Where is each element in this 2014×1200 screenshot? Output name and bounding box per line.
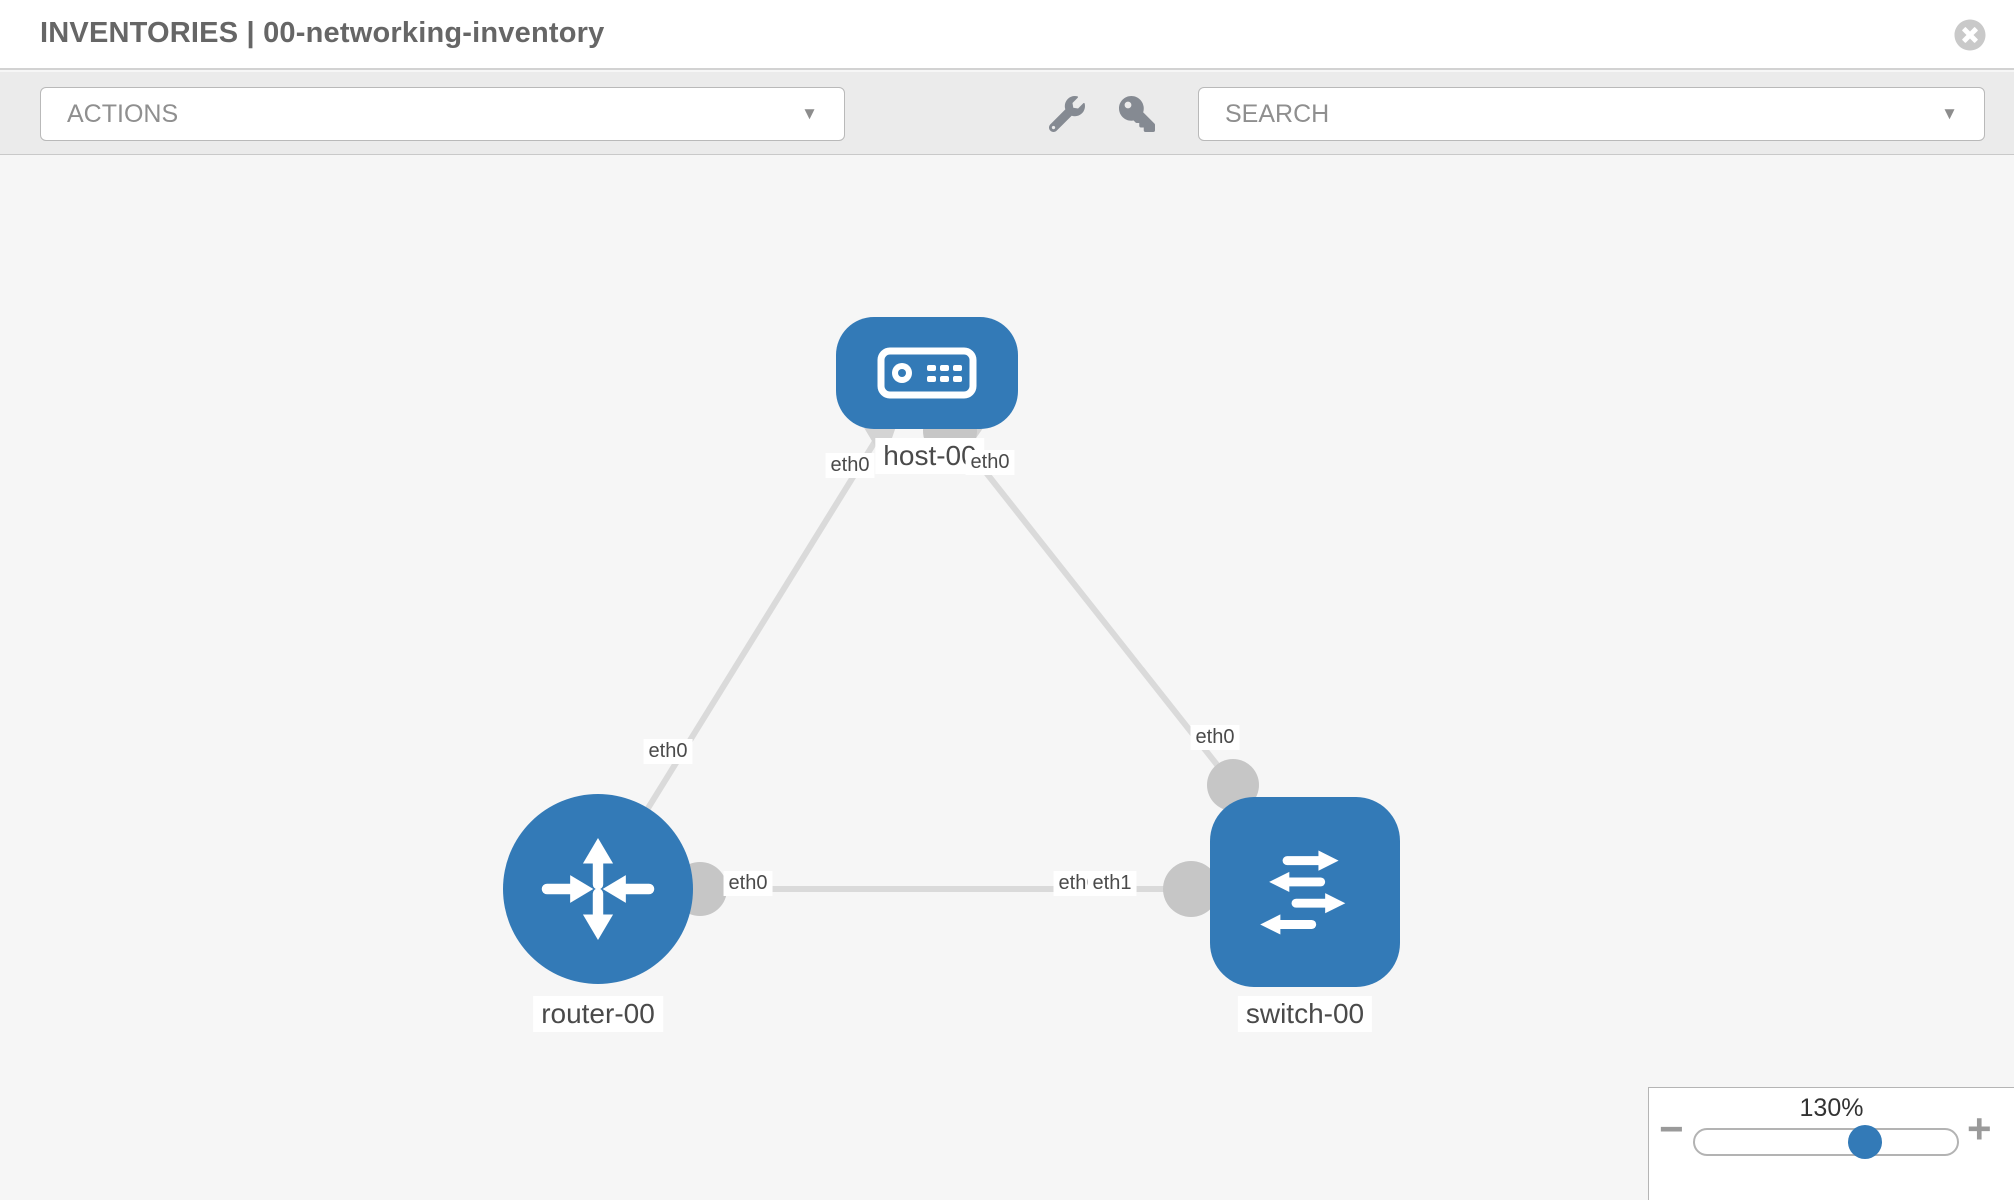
- zoom-out-button[interactable]: −: [1659, 1105, 1684, 1152]
- topology-canvas[interactable]: host-00 router-00 switch-00 eth0 eth0 et…: [0, 155, 2014, 1200]
- key-icon: [1119, 96, 1155, 132]
- topology-links-layer: [595, 404, 1259, 917]
- actions-dropdown[interactable]: ACTIONS ▼: [40, 87, 845, 141]
- wrench-icon: [1048, 96, 1085, 133]
- zoom-panel: 130% − +: [1648, 1087, 2014, 1200]
- interface-label-router-eth0: eth0: [723, 871, 773, 896]
- interface-label-switch-eth0-uplink: eth0: [1190, 725, 1240, 750]
- zoom-slider-track[interactable]: [1693, 1125, 1959, 1159]
- key-button[interactable]: [1118, 96, 1156, 132]
- actions-dropdown-label: ACTIONS: [67, 99, 179, 128]
- link-host-switch: [947, 425, 1236, 787]
- wrench-button[interactable]: [1048, 96, 1086, 133]
- connector-dot: [1163, 861, 1219, 917]
- interface-label-switch-eth1: eth1: [1087, 871, 1137, 896]
- node-switch-00[interactable]: [1210, 797, 1400, 987]
- interface-label-host-eth0-left: eth0: [825, 453, 875, 478]
- page-title: INVENTORIES | 00-networking-inventory: [40, 17, 605, 49]
- interface-label-router-eth0-uplink: eth0: [643, 739, 693, 764]
- search-dropdown[interactable]: SEARCH ▼: [1198, 87, 1985, 141]
- search-dropdown-label: SEARCH: [1225, 99, 1330, 128]
- node-label-switch-00: switch-00: [1237, 996, 1373, 1032]
- interface-label-host-eth0-right: eth0: [965, 450, 1015, 475]
- host-icon: [877, 347, 977, 399]
- close-circle-icon: [1954, 19, 1986, 51]
- zoom-in-button[interactable]: +: [1967, 1105, 1992, 1152]
- switch-icon: [1260, 850, 1346, 935]
- node-router-00[interactable]: [503, 794, 693, 984]
- chevron-down-icon: ▼: [801, 104, 818, 123]
- zoom-level-label: 130%: [1799, 1094, 1864, 1122]
- toolbar: ACTIONS ▼ SEARCH ▼: [0, 72, 2014, 155]
- zoom-slider-thumb[interactable]: [1848, 1125, 1882, 1159]
- chevron-down-icon: ▼: [1941, 104, 1958, 123]
- page-header: INVENTORIES | 00-networking-inventory: [0, 0, 2014, 70]
- router-icon: [541, 837, 655, 941]
- close-button[interactable]: [1954, 19, 1986, 51]
- node-label-router-00: router-00: [533, 996, 663, 1032]
- node-host-00[interactable]: [836, 317, 1018, 429]
